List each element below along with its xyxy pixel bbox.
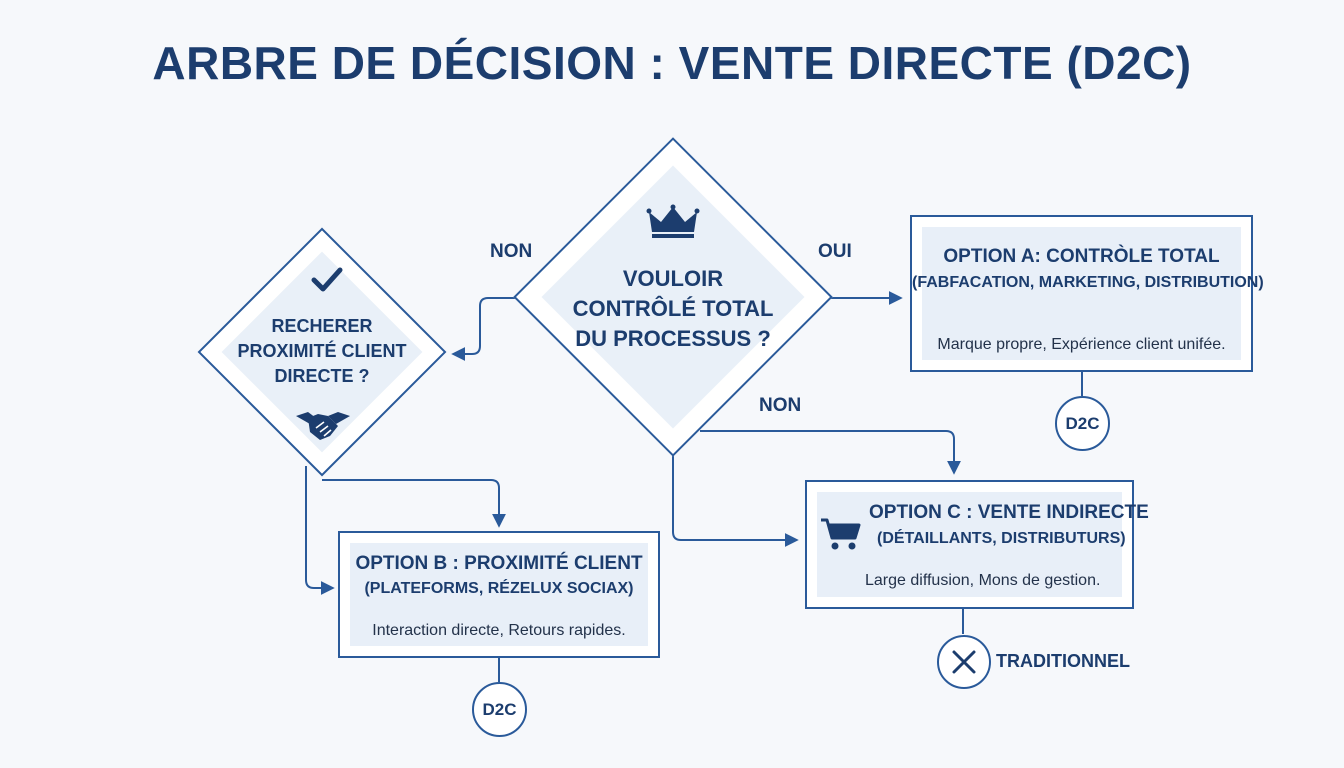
- branch-label-oui: OUI: [818, 241, 852, 262]
- shopping-cart-icon: [821, 518, 861, 550]
- option-b-title: OPTION B : PROXIMITÉ CLIENT: [355, 553, 643, 574]
- arrow-main-to-option-c-left: [672, 455, 799, 547]
- option-c-title: OPTION C : VENTE INDIRECTE: [869, 502, 1149, 523]
- option-a-subtitle: (FABFACATION, MARKETING, DISTRIBUTION): [912, 274, 1264, 291]
- arrow-non-to-secondary: [451, 297, 516, 361]
- option-c-outcome-label: TRADITIONNEL: [996, 651, 1130, 671]
- page-title: ARBRE DE DÉCISION : VENTE DIRECTE (D2C): [152, 37, 1192, 89]
- option-a-outcome-badge: D2C: [1055, 396, 1110, 451]
- option-a-title: OPTION A: CONTRÒLE TOTAL: [943, 246, 1220, 267]
- arrow-secondary-to-option-b-top: [322, 479, 506, 528]
- x-circle-icon: [937, 635, 991, 689]
- option-c-panel: [817, 492, 1122, 597]
- handshake-icon: [296, 412, 350, 440]
- branch-label-non-left: NON: [490, 241, 533, 262]
- option-a-panel: [922, 227, 1241, 360]
- main-question-line-3: DU PROCESSUS ?: [575, 326, 771, 351]
- option-c-card: OPTION C : VENTE INDIRECTE (DÉTAILLANTS,…: [805, 480, 1149, 609]
- secondary-question-text: RECHERER PROXIMITÉ CLIENT DIRECTE ?: [232, 314, 412, 389]
- main-question-text: VOULOIR CONTRÔLÉ TOTAL DU PROCESSUS ?: [568, 264, 778, 354]
- option-b-description: Interaction directe, Retours rapides.: [372, 622, 626, 639]
- option-c-subtitle: (DÉTAILLANTS, DISTRIBUTURS): [877, 530, 1126, 547]
- option-b-card: OPTION B : PROXIMITÉ CLIENT (PLATEFORMS,…: [338, 531, 660, 658]
- branch-label-non-down: NON: [759, 395, 802, 416]
- secondary-question-line-1: RECHERER: [271, 316, 373, 336]
- option-b-panel: [350, 543, 648, 646]
- main-question-line-2: CONTRÔLÉ TOTAL: [572, 296, 774, 321]
- option-b-subtitle: (PLATEFORMS, RÉZELUX SOCIAX): [364, 580, 634, 597]
- crown-icon: [646, 204, 700, 238]
- option-a-card: OPTION A: CONTRÒLE TOTAL (FABFACATION, M…: [910, 215, 1264, 372]
- arrow-non-to-option-c-top: [700, 430, 961, 475]
- option-a-description: Marque propre, Expérience client unifée.: [937, 336, 1226, 353]
- arrow-secondary-to-option-b-left: [305, 466, 335, 595]
- option-b-outcome-badge: D2C: [472, 682, 527, 737]
- main-question-line-1: VOULOIR: [622, 266, 724, 291]
- secondary-question-line-2: PROXIMITÉ CLIENT: [237, 341, 407, 361]
- option-c-description: Large diffusion, Mons de gestion.: [865, 572, 1101, 589]
- secondary-question-line-3: DIRECTE ?: [274, 366, 370, 386]
- checkmark-icon: [311, 267, 343, 292]
